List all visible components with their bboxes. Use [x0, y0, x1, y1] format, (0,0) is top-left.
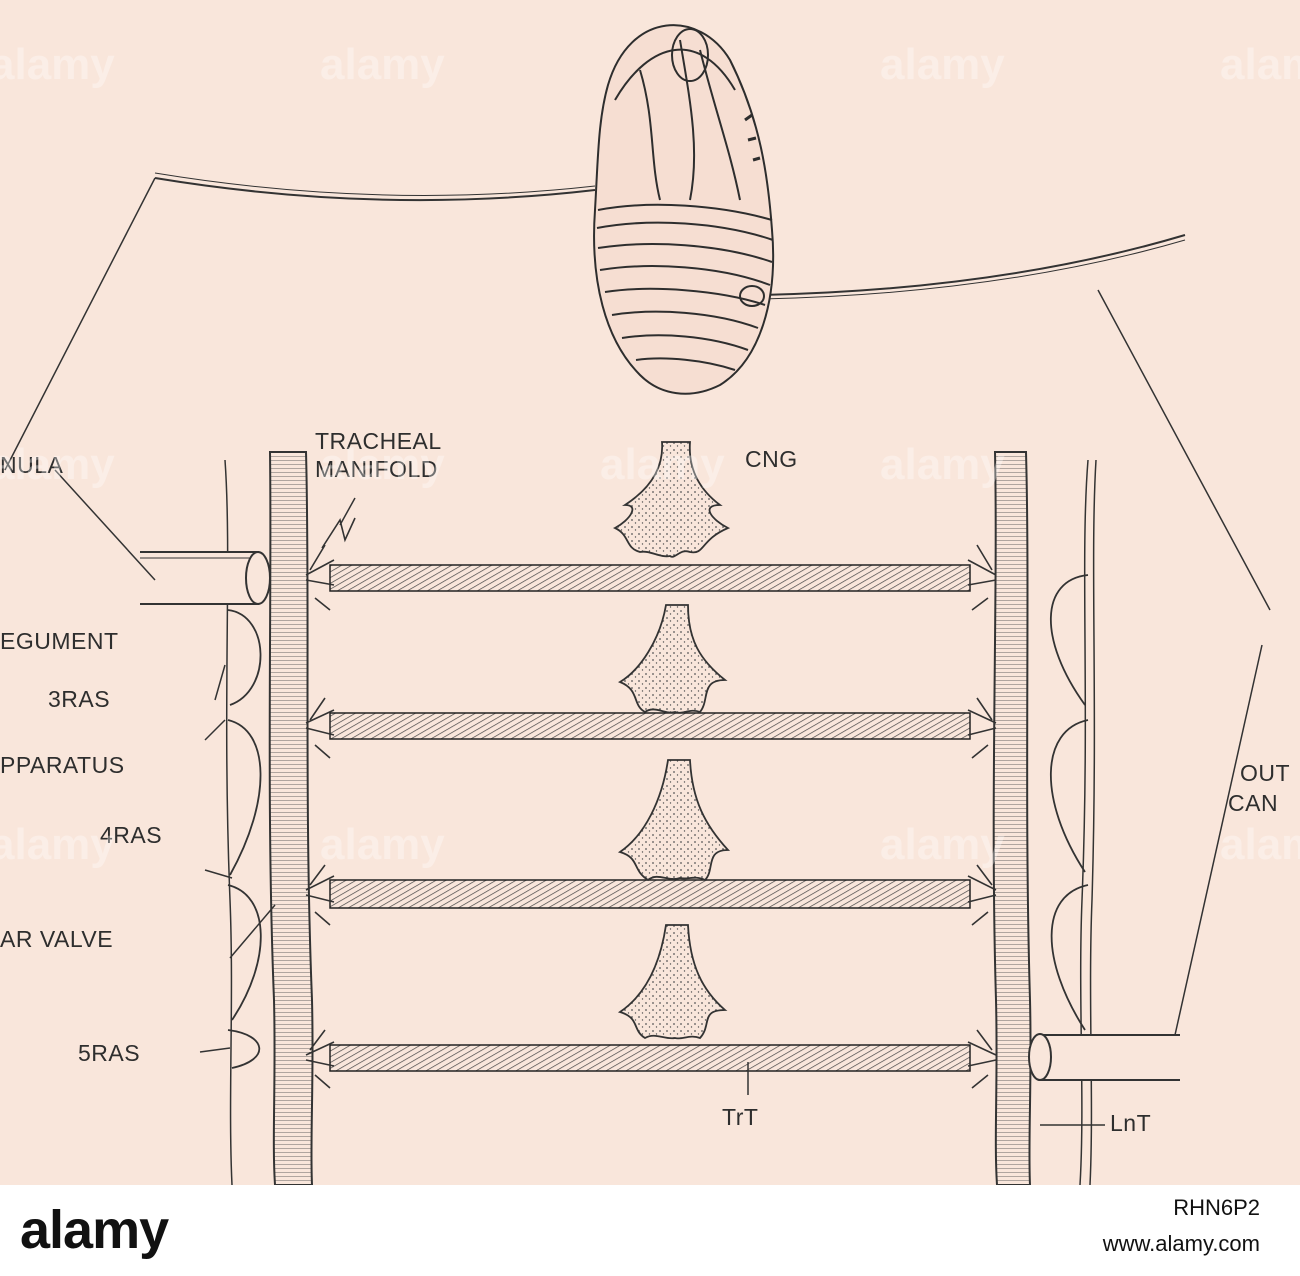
- diagram-drawing: [4, 24, 1271, 1185]
- watermark: alamy: [0, 40, 115, 89]
- diagram-figure: NULA TRACHEAL MANIFOLD CNG EGUMENT 3RAS …: [0, 24, 1300, 1185]
- left-segments: [227, 559, 262, 1069]
- watermark: alamy: [880, 40, 1005, 89]
- label-valve: AR VALVE: [0, 926, 114, 952]
- leader-lines: [4, 177, 1271, 1126]
- central-nerve-ganglia: [612, 441, 731, 1040]
- footer-bar: alamy RHN6P2 www.alamy.com: [0, 1185, 1300, 1276]
- site-url[interactable]: www.alamy.com: [1102, 1231, 1260, 1256]
- pupa: [593, 24, 775, 395]
- alamy-logo[interactable]: alamy: [20, 1200, 169, 1260]
- watermark: alamy: [880, 440, 1005, 489]
- label-apparatus: PPARATUS: [0, 752, 125, 778]
- watermark: alamy: [320, 820, 445, 869]
- watermark: alamy: [0, 440, 115, 489]
- watermark: alamy: [1220, 40, 1300, 89]
- image-id: RHN6P2: [1173, 1195, 1260, 1220]
- watermark: alamy: [600, 440, 725, 489]
- right-segments: [1049, 574, 1089, 1031]
- label-integument: EGUMENT: [0, 628, 119, 654]
- label-cng: CNG: [745, 446, 798, 472]
- watermark: alamy: [320, 440, 445, 489]
- cannula-right: [1028, 1033, 1180, 1081]
- right-longitudinal-trunk: [992, 451, 1032, 1185]
- label-3ras: 3RAS: [48, 686, 111, 712]
- watermark: alamy: [320, 40, 445, 89]
- label-4ras: 4RAS: [100, 822, 163, 848]
- label-outer-line1: OUT: [1240, 760, 1291, 786]
- label-cannula: NULA: [0, 452, 64, 478]
- label-5ras: 5RAS: [78, 1040, 141, 1066]
- trachea-tufts: [305, 517, 997, 1089]
- label-trt: TrT: [722, 1104, 759, 1130]
- cannula-left: [140, 551, 271, 605]
- transverse-tracheae: [329, 564, 971, 1072]
- watermark: alamy: [0, 820, 115, 869]
- label-tracheal-manifold-line1: TRACHEAL: [315, 428, 442, 454]
- watermark: alamy: [880, 820, 1005, 869]
- label-lnt: LnT: [1110, 1110, 1152, 1136]
- suspension-threads: [154, 172, 1186, 300]
- left-longitudinal-trunk: [268, 451, 314, 1185]
- label-outer-line2: CAN: [1228, 790, 1279, 816]
- label-tracheal-manifold-line2: MANIFOLD: [315, 456, 438, 482]
- watermark: alamy: [1220, 820, 1300, 869]
